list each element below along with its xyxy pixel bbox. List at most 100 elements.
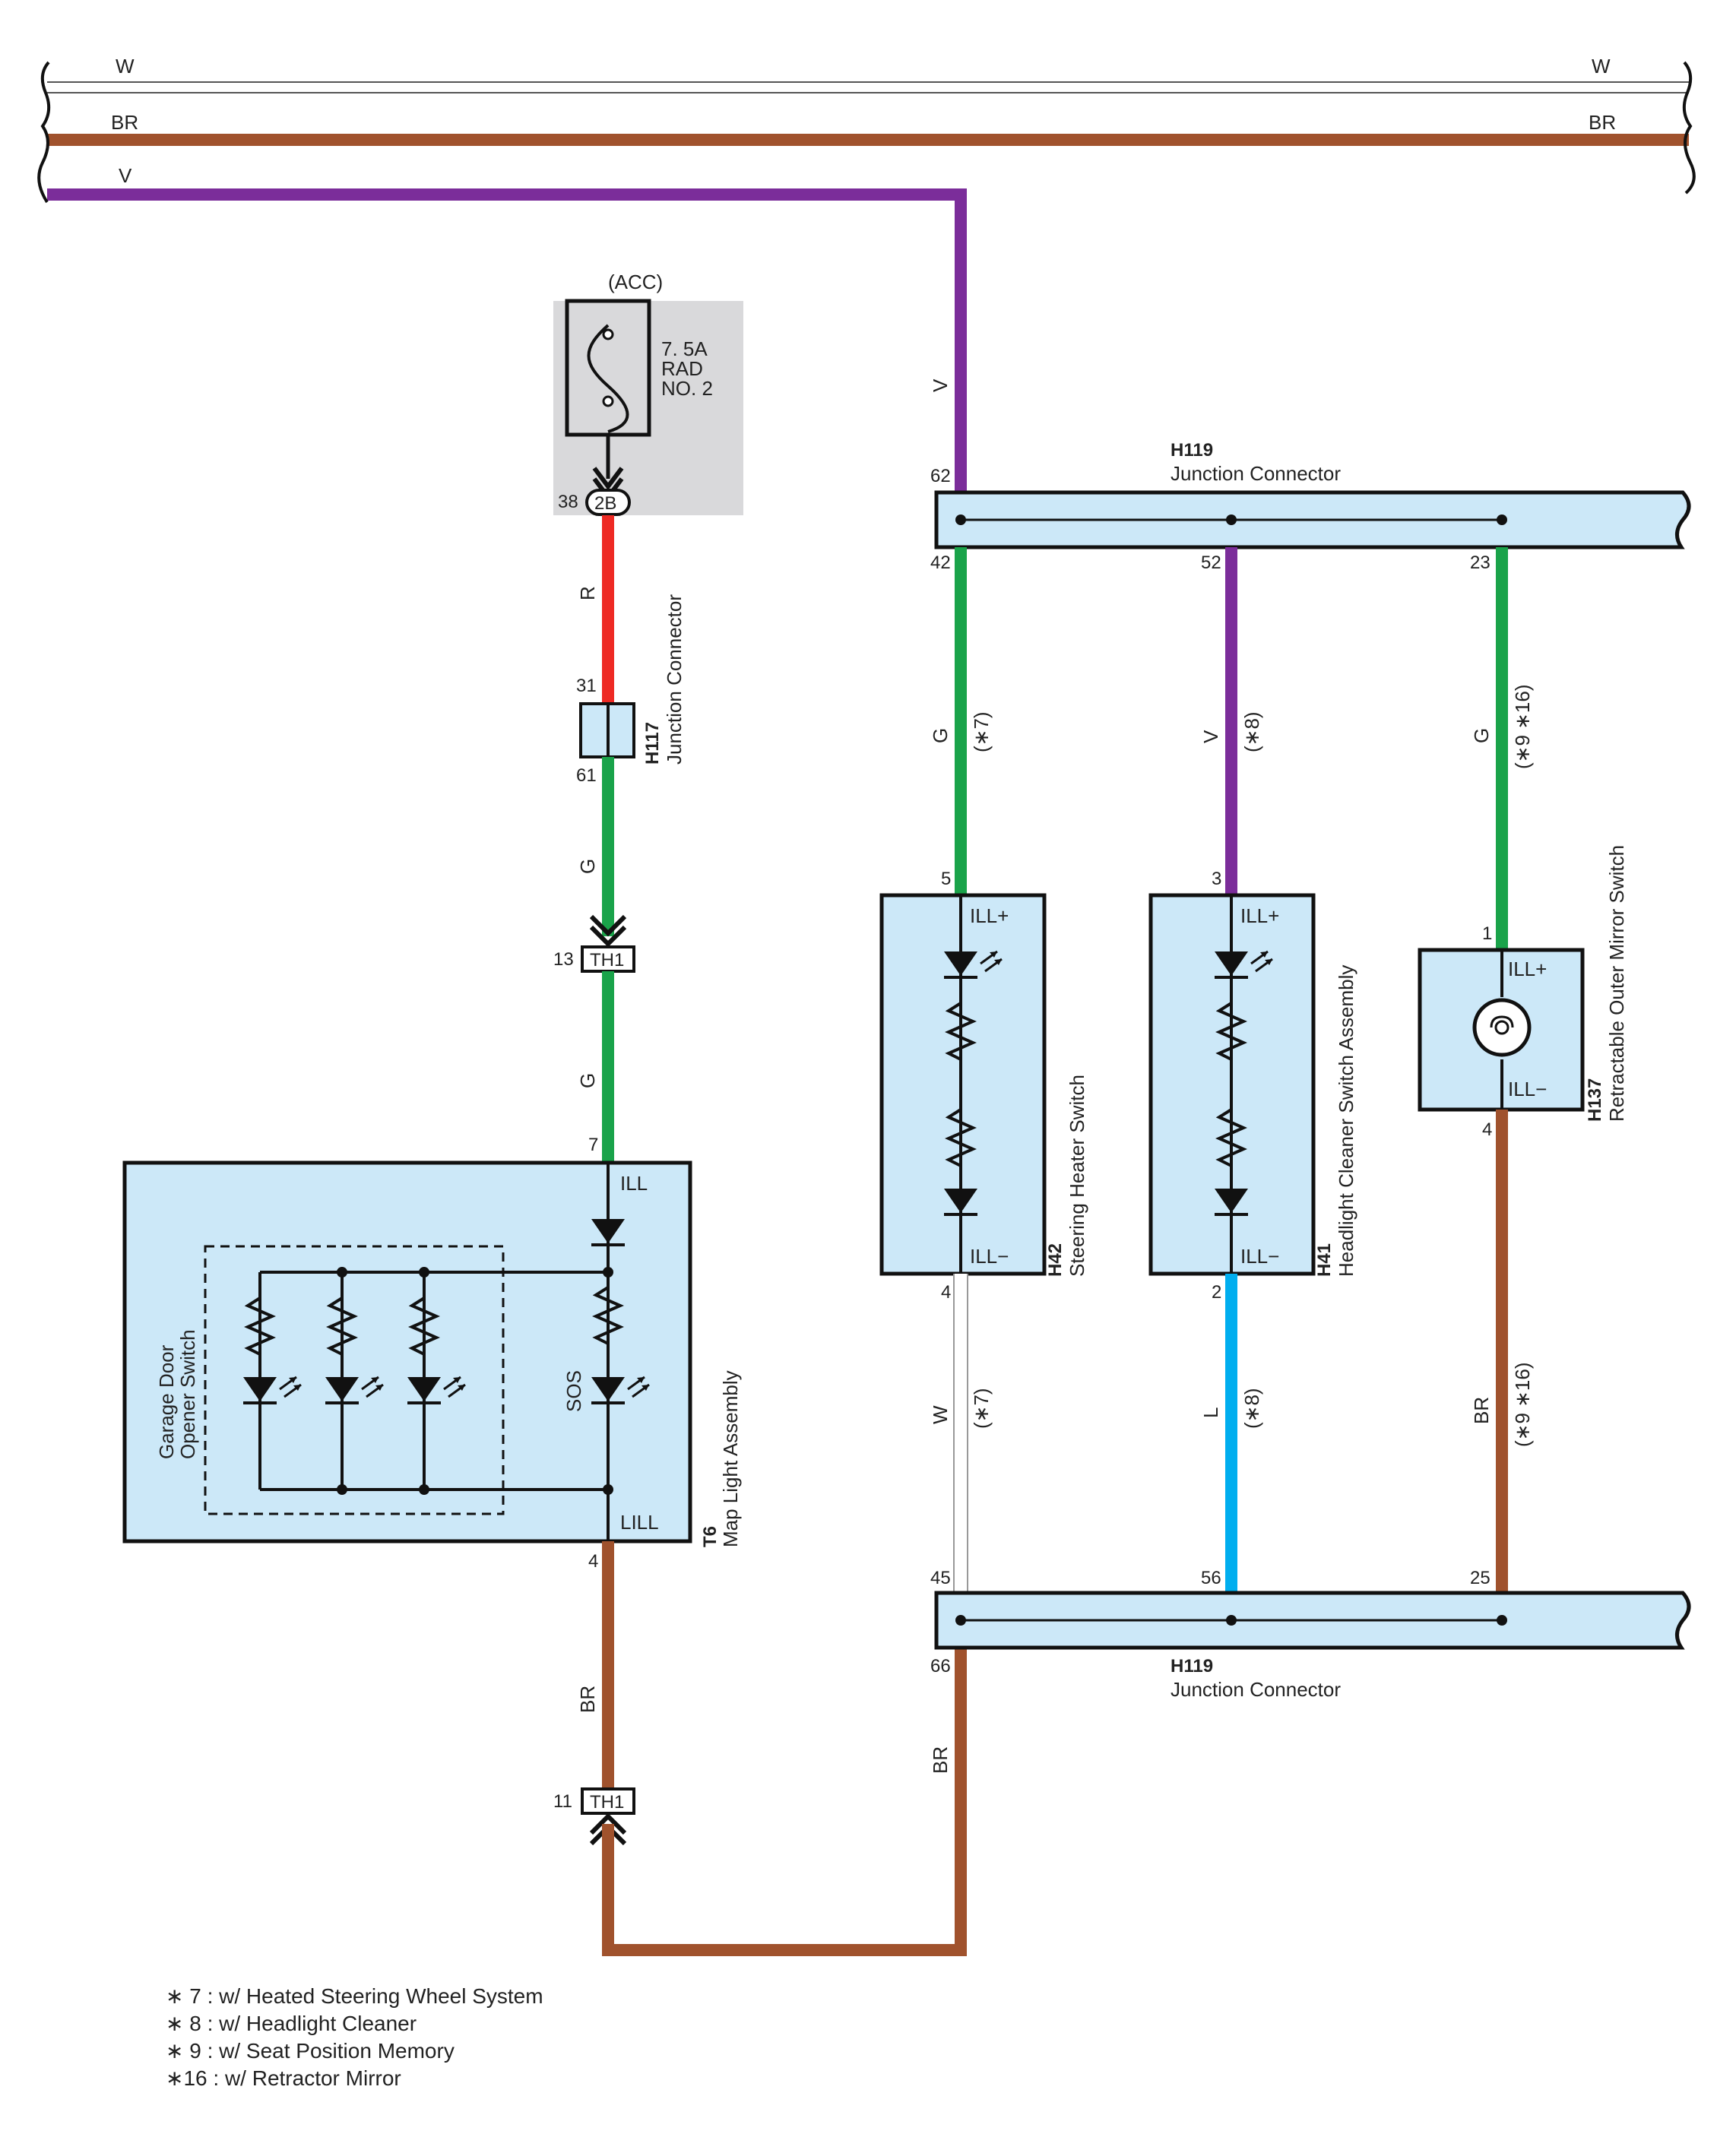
- t6-id: T6: [700, 1526, 721, 1547]
- fuse-circuit-label: (ACC): [608, 271, 663, 293]
- t6-ill-label: ILL: [620, 1172, 648, 1195]
- bus-label-w-left: W: [116, 55, 135, 78]
- t6-resistor-sos-icon: [592, 1286, 624, 1345]
- h137-ill-plus: ILL+: [1508, 958, 1547, 980]
- h42-pin-plus: 5: [941, 869, 951, 889]
- wire-h41-in-label: V: [1199, 730, 1222, 743]
- h119-top-pin-out-3: 23: [1470, 552, 1490, 573]
- t6-map-light-assembly: 7 ILL LILL SOS Garage Door Opener Switch…: [122, 1135, 742, 1572]
- h137-id: H137: [1585, 1078, 1605, 1122]
- h137-retractable-mirror-switch: 1 ILL+ ILL− 4 H137 Retractable Outer Mir…: [1418, 845, 1628, 1140]
- h117-id: H117: [642, 722, 663, 765]
- th1-bottom-id: TH1: [590, 1792, 624, 1813]
- h117-name: Junction Connector: [663, 594, 686, 765]
- h137-pin-plus: 1: [1482, 923, 1492, 944]
- garage-door-label-2: Opener Switch: [176, 1329, 199, 1459]
- wire-h137-out-note: (∗9 ∗16): [1511, 1363, 1534, 1448]
- h41-pin-plus: 3: [1212, 869, 1221, 889]
- footnote-9: ∗ 9 : w/ Seat Position Memory: [166, 2039, 455, 2063]
- garage-resistor-2-icon: [326, 1297, 358, 1356]
- h41-ill-minus: ILL−: [1240, 1245, 1279, 1268]
- fuse-symbol-icon: [587, 324, 629, 433]
- footnote-8: ∗ 8 : w/ Headlight Cleaner: [166, 2012, 417, 2035]
- h41-resistor-2-icon: [1215, 1108, 1247, 1167]
- bus-label-w-right: W: [1592, 55, 1611, 78]
- fuse-pin: 38: [558, 492, 578, 512]
- h119-top-pin-out-2: 52: [1201, 552, 1221, 573]
- h42-ill-plus: ILL+: [970, 904, 1009, 927]
- wire-br2-label: BR: [929, 1746, 952, 1774]
- t6-lill-label: LILL: [620, 1511, 659, 1534]
- wire-g2-label: G: [576, 1073, 599, 1088]
- h119-top-name: Junction Connector: [1171, 462, 1341, 485]
- t6-pin-ill: 7: [588, 1135, 598, 1155]
- break-mark-left: [37, 61, 51, 204]
- bus-label-v: V: [119, 164, 132, 187]
- footnote-16: ∗16 : w/ Retractor Mirror: [166, 2066, 401, 2090]
- wire-h42-in-note: (∗7): [970, 711, 993, 752]
- wire-g1-label: G: [576, 859, 599, 874]
- garage-resistor-3-icon: [408, 1297, 440, 1356]
- th1-top-connector: TH1 13: [553, 914, 635, 973]
- t6-sos-label: SOS: [562, 1370, 585, 1412]
- h137-bulb-icon: [1472, 998, 1532, 1057]
- wire-h42-out-note: (∗7): [970, 1388, 993, 1429]
- wire-h41-out-note: (∗8): [1240, 1388, 1263, 1429]
- h117-pin-out: 61: [576, 765, 597, 786]
- h119-bottom-pin-out: 66: [930, 1656, 951, 1676]
- h137-name: Retractable Outer Mirror Switch: [1605, 845, 1628, 1122]
- h119-bottom-id: H119: [1171, 1656, 1213, 1676]
- h41-pin-minus: 2: [1212, 1282, 1221, 1303]
- h119-bottom-pin-in-1: 45: [930, 1568, 951, 1588]
- wire-h41-in-note: (∗8): [1240, 711, 1263, 752]
- h117-junction-connector: 31 61 H117 Junction Connector: [576, 594, 686, 786]
- h119-bottom-pin-in-3: 25: [1470, 1568, 1490, 1588]
- h119-bottom-name: Junction Connector: [1171, 1678, 1341, 1701]
- h41-id: H41: [1314, 1243, 1335, 1277]
- fuse-name-line3: NO. 2: [661, 377, 713, 400]
- wire-h41-out-label: L: [1199, 1407, 1222, 1418]
- h137-ill-minus: ILL−: [1508, 1078, 1547, 1100]
- fuse-rating: 7. 5A: [661, 337, 708, 360]
- h41-name: Headlight Cleaner Switch Assembly: [1335, 965, 1357, 1277]
- bus-wires: W W BR BR V: [37, 55, 1696, 492]
- th1-top-id: TH1: [590, 950, 624, 970]
- bus-label-br-left: BR: [111, 111, 138, 134]
- garage-resistor-1-icon: [244, 1297, 276, 1356]
- h42-id: H42: [1045, 1243, 1066, 1277]
- wire-h137-in-note: (∗9 ∗16): [1511, 685, 1534, 770]
- wire-h137-out-label: BR: [1470, 1397, 1493, 1424]
- h42-name: Steering Heater Switch: [1066, 1075, 1088, 1277]
- h41-resistor-1-icon: [1215, 1002, 1247, 1061]
- h119-bottom-junction-connector: 45 56 25 66 H119 Junction Connector: [930, 1568, 1691, 1701]
- bus-wire-v: [47, 188, 967, 492]
- h119-top-pin-in: 62: [930, 466, 951, 486]
- fuse-block: (ACC) 7. 5A RAD NO. 2 2B 38: [553, 271, 743, 516]
- h137-pin-minus: 4: [1482, 1119, 1492, 1140]
- bus-label-br-right: BR: [1589, 111, 1616, 134]
- wire-h42-out-label: W: [929, 1405, 952, 1424]
- h42-resistor-1-icon: [945, 1002, 977, 1061]
- wire-h42-in-label: G: [929, 728, 952, 743]
- h117-pin-in: 31: [576, 676, 597, 696]
- th1-bottom-pin: 11: [553, 1791, 572, 1812]
- h41-ill-plus: ILL+: [1240, 904, 1279, 927]
- footnote-7: ∗ 7 : w/ Heated Steering Wheel System: [166, 1984, 543, 2008]
- break-mark-right: [1682, 61, 1696, 195]
- th1-top-arrow-icon: [589, 914, 627, 948]
- fuse-connector-2b: [585, 489, 631, 516]
- h42-ill-minus: ILL−: [970, 1245, 1009, 1268]
- h119-bottom-pin-in-2: 56: [1201, 1568, 1221, 1588]
- footnotes: ∗ 7 : w/ Heated Steering Wheel System ∗ …: [166, 1984, 543, 2090]
- wire-r-label: R: [576, 586, 599, 600]
- h119-top-junction-connector: H119 Junction Connector 62 42 52 23: [930, 440, 1691, 573]
- th1-bottom-connector: TH1 11: [553, 1787, 635, 1846]
- h119-top-id: H119: [1171, 440, 1213, 461]
- wire-br1-label: BR: [576, 1686, 599, 1713]
- h42-steering-heater-switch: 5 ILL+ ILL− 4 H42 Steering Heater Switch: [879, 869, 1088, 1303]
- t6-box: [122, 1160, 692, 1544]
- h42-pin-minus: 4: [941, 1282, 951, 1303]
- wire-v-label: V: [929, 378, 952, 392]
- fuse-connector-id: 2B: [594, 493, 616, 514]
